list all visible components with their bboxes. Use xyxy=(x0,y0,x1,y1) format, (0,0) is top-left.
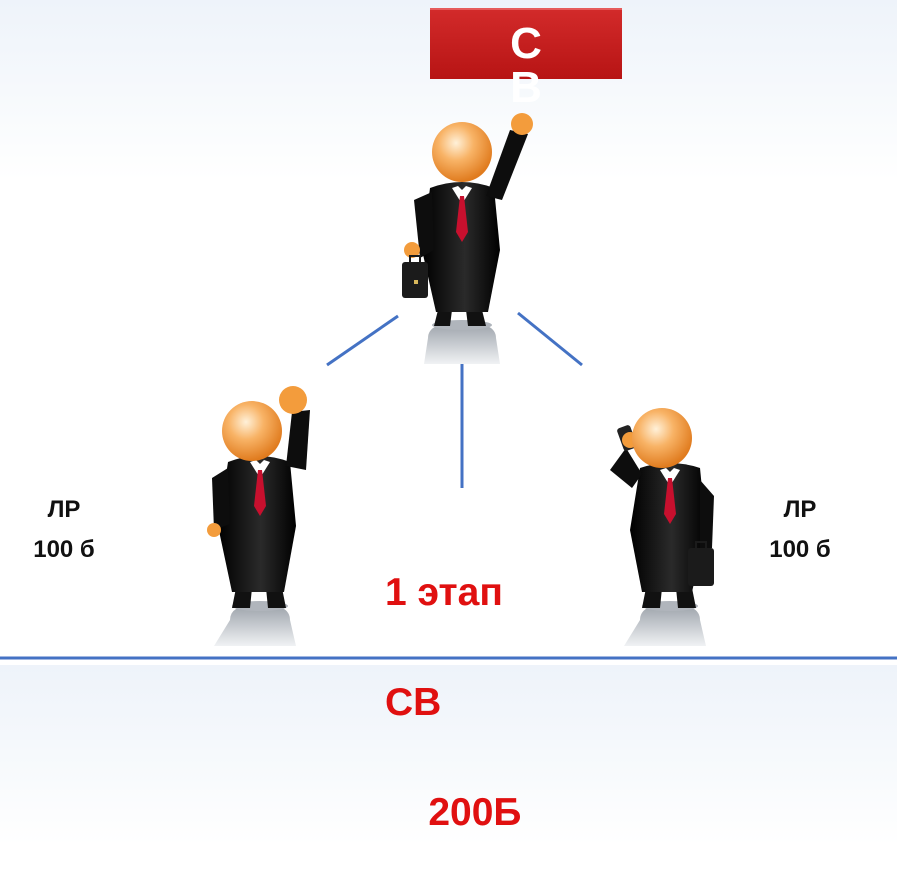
right-node-points: 100 б xyxy=(769,536,831,563)
stage-code: СВ xyxy=(385,681,442,724)
diagram-canvas xyxy=(0,113,897,660)
right-node-label: ЛР 100 б xyxy=(740,490,860,570)
top-person-figure xyxy=(402,113,533,364)
top-badge-label: С В xyxy=(510,19,542,112)
connector-right xyxy=(517,311,583,367)
connector-left xyxy=(326,314,399,367)
left-node-title: ЛР xyxy=(47,496,81,523)
stage-label: 1 этап СВ 200Б xyxy=(385,510,585,895)
right-person-figure xyxy=(610,408,714,646)
left-node-points: 100 б xyxy=(33,536,95,563)
top-badge: С В xyxy=(430,8,622,110)
stage-points: 200Б xyxy=(385,791,522,834)
right-node-title: ЛР xyxy=(783,496,817,523)
left-person-figure xyxy=(207,386,310,646)
left-node-label: ЛР 100 б xyxy=(4,490,124,570)
stage-title: 1 этап xyxy=(385,571,503,614)
